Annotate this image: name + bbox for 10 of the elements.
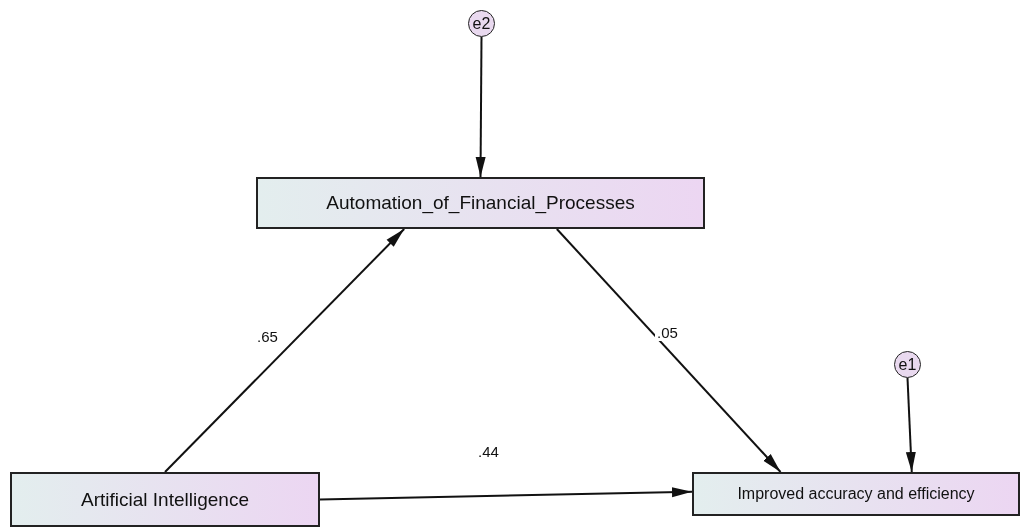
arrow xyxy=(164,228,406,473)
variable-box: Automation_of_Financial_Processes xyxy=(256,177,705,229)
error-term-circle: e1 xyxy=(894,351,921,378)
variable-box: Improved accuracy and efficiency xyxy=(692,472,1020,516)
arrow xyxy=(555,228,782,473)
arrow xyxy=(319,487,693,501)
variable-box: Artificial Intelligence xyxy=(10,472,320,527)
error-term-circle: e2 xyxy=(468,10,495,37)
arrow xyxy=(475,36,486,178)
arrow xyxy=(905,377,916,473)
